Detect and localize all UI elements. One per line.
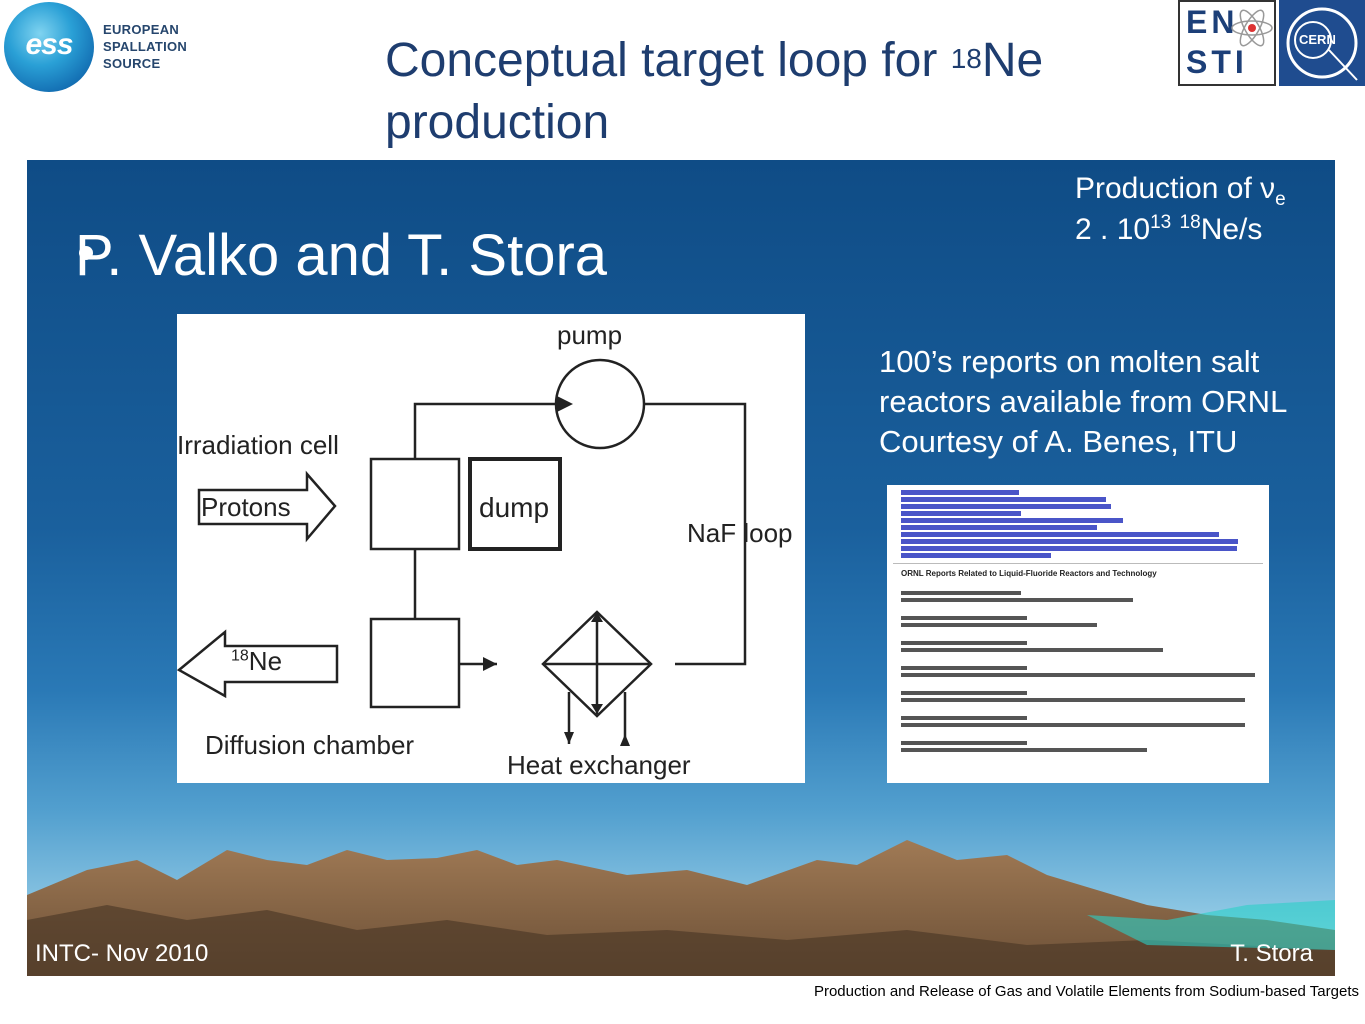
ornl-link: [901, 553, 1051, 558]
ne-label: 18Ne: [231, 646, 282, 677]
dump-label: dump: [479, 492, 550, 523]
ornl-link: [901, 532, 1219, 537]
ornl-link: [901, 546, 1237, 551]
ornl-line: [901, 666, 1027, 670]
ornl-line: [901, 598, 1133, 602]
loop-diagram: pump Irradiation cell Protons dump NaF l…: [177, 314, 805, 783]
reports-text: 100’s reports on molten salt reactors av…: [879, 342, 1329, 462]
ornl-link: [901, 497, 1106, 502]
protons-label: Protons: [201, 492, 291, 522]
ornl-line: [901, 616, 1027, 620]
production-line-2: 2 . 1013 18Ne/s: [1075, 212, 1262, 247]
page-title: Conceptual target loop for 18Ne producti…: [385, 30, 1145, 154]
ornl-line: [901, 748, 1147, 752]
ornl-line: [901, 691, 1027, 695]
ess-logo-word-3: SOURCE: [103, 56, 161, 71]
ornl-link: [901, 539, 1238, 544]
production-rate-post: Ne/s: [1200, 213, 1263, 246]
ess-logo-text: ess: [25, 28, 73, 61]
page-caption: Production and Release of Gas and Volati…: [813, 983, 1359, 1000]
en-sti-logo-line2: STI: [1186, 44, 1248, 80]
bullet-dot: [79, 246, 93, 260]
cern-logo-text: CERN: [1299, 32, 1336, 47]
ornl-link: [901, 511, 1021, 516]
ne-label-text: Ne: [248, 646, 283, 676]
en-sti-logo-line1: EN: [1186, 4, 1239, 40]
production-rate-pre: 2 . 10: [1075, 213, 1151, 246]
slide-bullet: P. Valko and T. Stora: [75, 223, 608, 288]
title-sup: 18: [950, 43, 982, 74]
loop-diagram-lines: [177, 358, 747, 746]
ornl-reports-image: ORNL Reports Related to Liquid-Fluoride …: [887, 485, 1269, 783]
ess-logo-mark: [4, 2, 94, 92]
ornl-divider: [893, 563, 1263, 564]
ornl-link: [901, 504, 1111, 509]
ornl-link: [901, 518, 1123, 523]
title-pre: Conceptual target loop for: [385, 34, 951, 87]
slide-footer-right: T. Stora: [1230, 940, 1313, 967]
reports-line-3: Courtesy of A. Benes, ITU: [879, 424, 1238, 459]
production-rate-isotope: 18: [1179, 212, 1201, 233]
production-rate-exp: 13: [1150, 212, 1172, 233]
en-sti-logo: EN STI: [1178, 0, 1276, 86]
ornl-link: [901, 490, 1019, 495]
ornl-line: [901, 623, 1097, 627]
ornl-line: [901, 723, 1245, 727]
diffusion-chamber-label: Diffusion chamber: [205, 730, 415, 760]
slide-footer-left: INTC- Nov 2010: [35, 940, 209, 967]
naf-loop-label: NaF loop: [687, 518, 793, 548]
slide-image: P. Valko and T. Stora Production of νe 2…: [27, 160, 1335, 976]
ornl-line: [901, 641, 1027, 645]
ornl-line: [901, 698, 1245, 702]
ornl-line: [901, 716, 1027, 720]
reports-line-2: reactors available from ORNL: [879, 384, 1288, 419]
cern-logo: CERN: [1279, 0, 1365, 86]
production-line-1-text: Production of ν: [1075, 172, 1276, 205]
ornl-line: [901, 741, 1027, 745]
ess-logo-word-1: EUROPEAN: [103, 22, 180, 37]
reports-line-1: 100’s reports on molten salt: [879, 344, 1260, 379]
ornl-heading: ORNL Reports Related to Liquid-Fluoride …: [901, 569, 1157, 578]
production-line-1: Production of νe: [1075, 172, 1286, 211]
ornl-link: [901, 525, 1097, 530]
irradiation-cell-label: Irradiation cell: [177, 430, 339, 460]
ornl-line: [901, 648, 1163, 652]
ess-logo-word-2: SPALLATION: [103, 39, 188, 54]
mountain-landscape: [27, 840, 1335, 976]
atom-icon: [1231, 9, 1273, 47]
ornl-line: [901, 591, 1021, 595]
ne-label-sup: 18: [231, 647, 249, 665]
production-line-1-sub: e: [1275, 189, 1286, 210]
ornl-line: [901, 673, 1255, 677]
cern-logo-mark: [1286, 7, 1358, 81]
heat-exchanger-label: Heat exchanger: [507, 750, 691, 780]
pump-label: pump: [557, 320, 623, 350]
title-post: Ne production: [385, 34, 1044, 149]
